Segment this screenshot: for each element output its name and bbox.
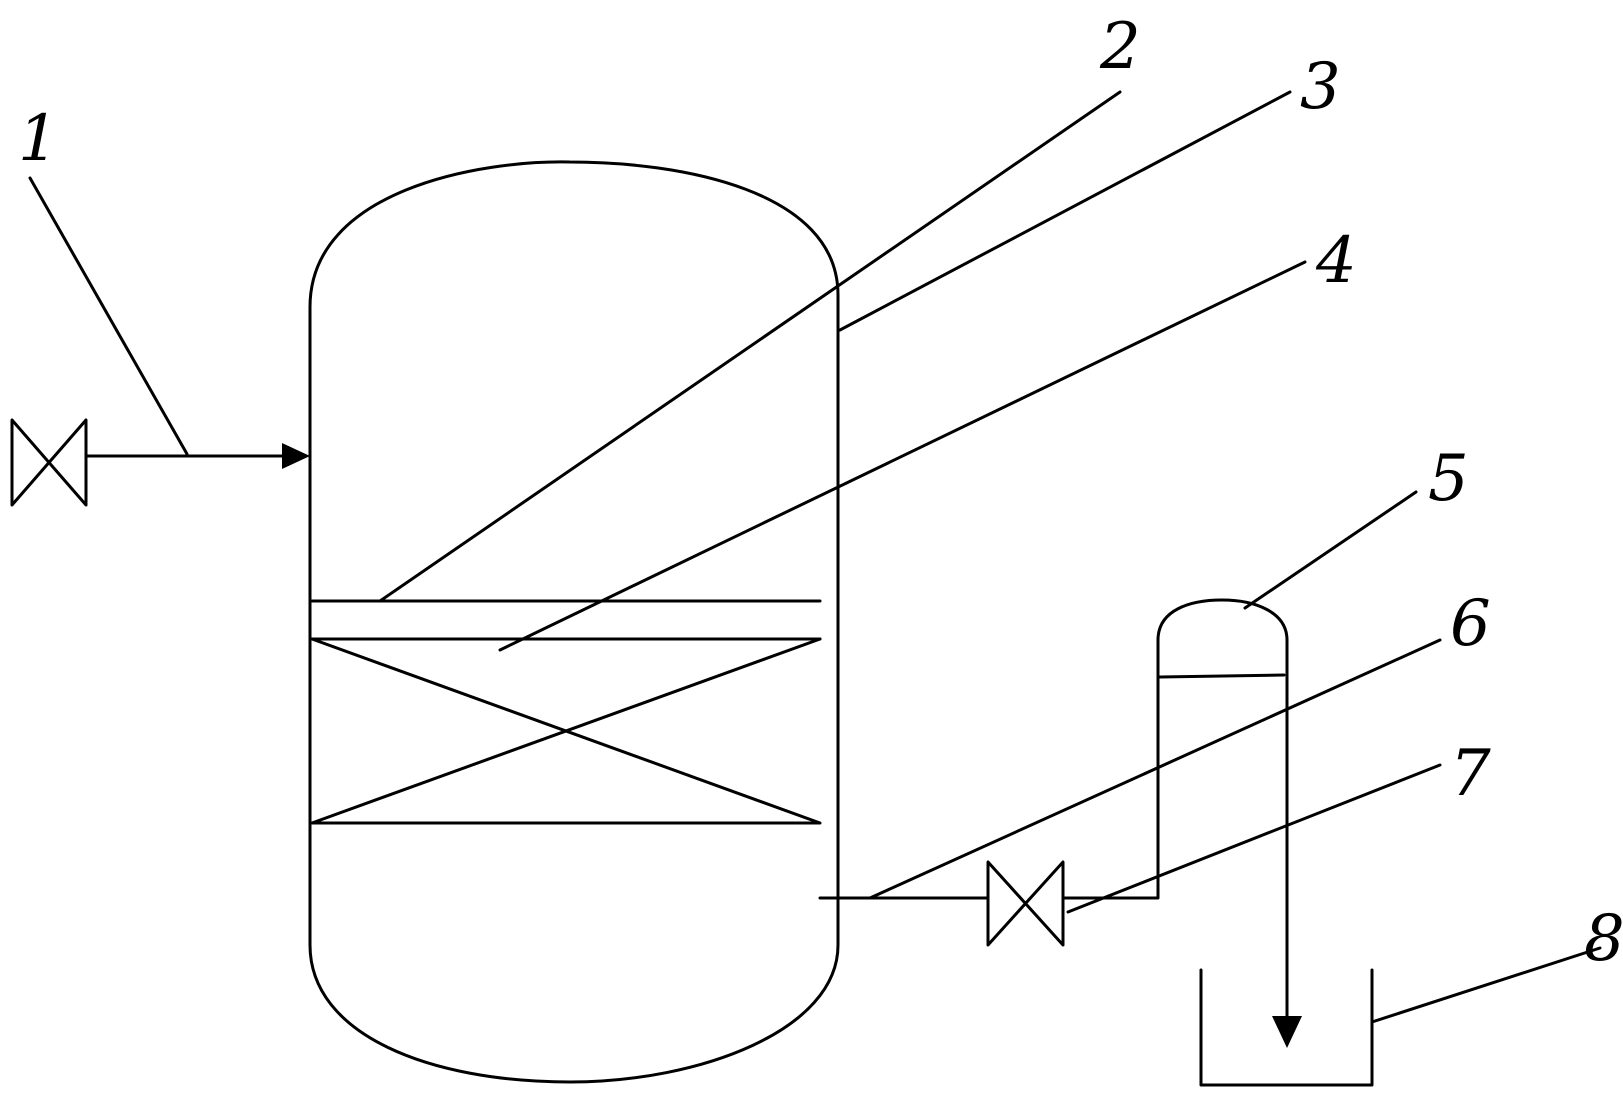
receiver-level-line	[1158, 673, 1286, 679]
callout-5: 5	[1428, 442, 1469, 516]
leader-3	[838, 90, 1292, 332]
leader-7	[1066, 763, 1442, 914]
outlet-valve	[986, 860, 1065, 947]
main-vessel	[308, 160, 840, 1084]
connecting-pipe	[1061, 638, 1160, 900]
leader-4	[498, 260, 1307, 652]
leader-1	[28, 176, 189, 456]
leader-8	[1370, 946, 1602, 1024]
callout-8: 8	[1584, 902, 1623, 976]
leader-6	[868, 638, 1442, 900]
leader-5	[1243, 490, 1418, 610]
callout-1: 1	[18, 102, 59, 176]
callout-2: 2	[1099, 10, 1141, 84]
leader-2	[378, 90, 1122, 603]
callout-3: 3	[1300, 50, 1341, 124]
packing-bed	[310, 637, 822, 825]
inlet-valve	[10, 418, 88, 507]
discharge-arrowhead	[1272, 1016, 1302, 1048]
callout-7: 7	[1450, 737, 1491, 811]
callout-6: 6	[1450, 587, 1491, 661]
callout-4: 4	[1315, 224, 1357, 298]
collection-tank	[1199, 968, 1374, 1087]
inlet-arrowhead	[282, 443, 310, 469]
receiver-vessel	[1156, 598, 1289, 672]
